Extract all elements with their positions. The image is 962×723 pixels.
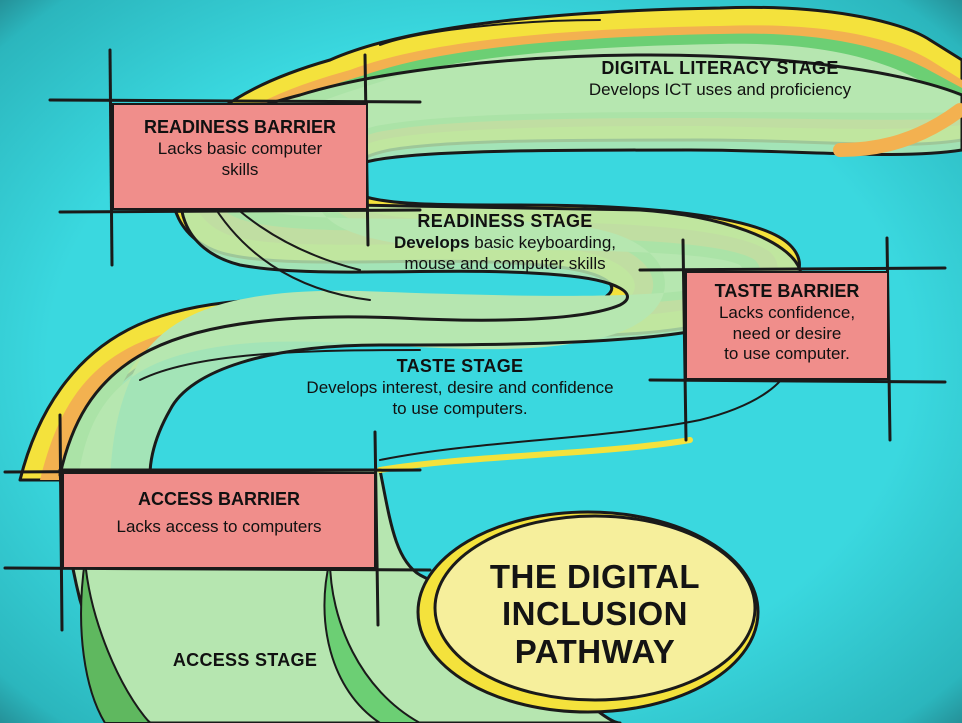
readiness-barrier-desc-line1: Lacks basic computer [157,138,323,158]
taste-stage: TASTE STAGE Develops interest, desire an… [250,356,670,419]
pathway-title-line1: THE DIGITAL [489,558,701,595]
access-stage-title: ACCESS STAGE [172,650,318,670]
readiness-stage-desc-rest: basic keyboarding, [469,232,617,252]
taste-barrier-desc-line1: Lacks confidence, [718,302,856,322]
taste-barrier-title: TASTE BARRIER [714,281,860,301]
readiness-stage-desc-bold: Develops [393,232,470,252]
pathway-title-line3: PATHWAY [514,632,676,670]
taste-stage-desc-line2: to use computers. [392,398,528,418]
digital-literacy-stage: DIGITAL LITERACY STAGE Develops ICT uses… [520,58,920,101]
readiness-stage-desc-line2: mouse and computer skills [404,253,606,273]
access-stage: ACCESS STAGE [140,650,350,672]
access-barrier-box: ACCESS BARRIER Lacks access to computers [62,472,376,569]
readiness-stage-title: READINESS STAGE [417,211,593,231]
taste-barrier-desc-line3: to use computer. [724,344,850,364]
taste-stage-title: TASTE STAGE [396,356,524,376]
pathway-title: THE DIGITAL INCLUSION PATHWAY [450,558,740,670]
access-barrier-desc: Lacks access to computers [116,516,322,536]
readiness-barrier-desc-line2: skills [221,159,259,179]
access-barrier-title: ACCESS BARRIER [137,489,301,509]
taste-barrier-desc-line2: need or desire [732,323,842,343]
digital-literacy-stage-title: DIGITAL LITERACY STAGE [601,58,839,78]
readiness-barrier-box: READINESS BARRIER Lacks basic computer s… [112,103,368,210]
readiness-stage: READINESS STAGE Develops basic keyboardi… [320,211,690,274]
pathway-title-line2: INCLUSION [502,595,688,633]
title-oval [433,514,757,702]
digital-literacy-stage-desc: Develops ICT uses and proficiency [588,79,852,99]
taste-barrier-box: TASTE BARRIER Lacks confidence, need or … [685,271,889,380]
readiness-stage-desc-line1: Develops basic keyboarding, [320,233,690,254]
barrier-frame-lines [3,48,947,632]
readiness-barrier-title: READINESS BARRIER [143,117,337,137]
taste-stage-desc-line1: Develops interest, desire and confidence [306,377,614,397]
